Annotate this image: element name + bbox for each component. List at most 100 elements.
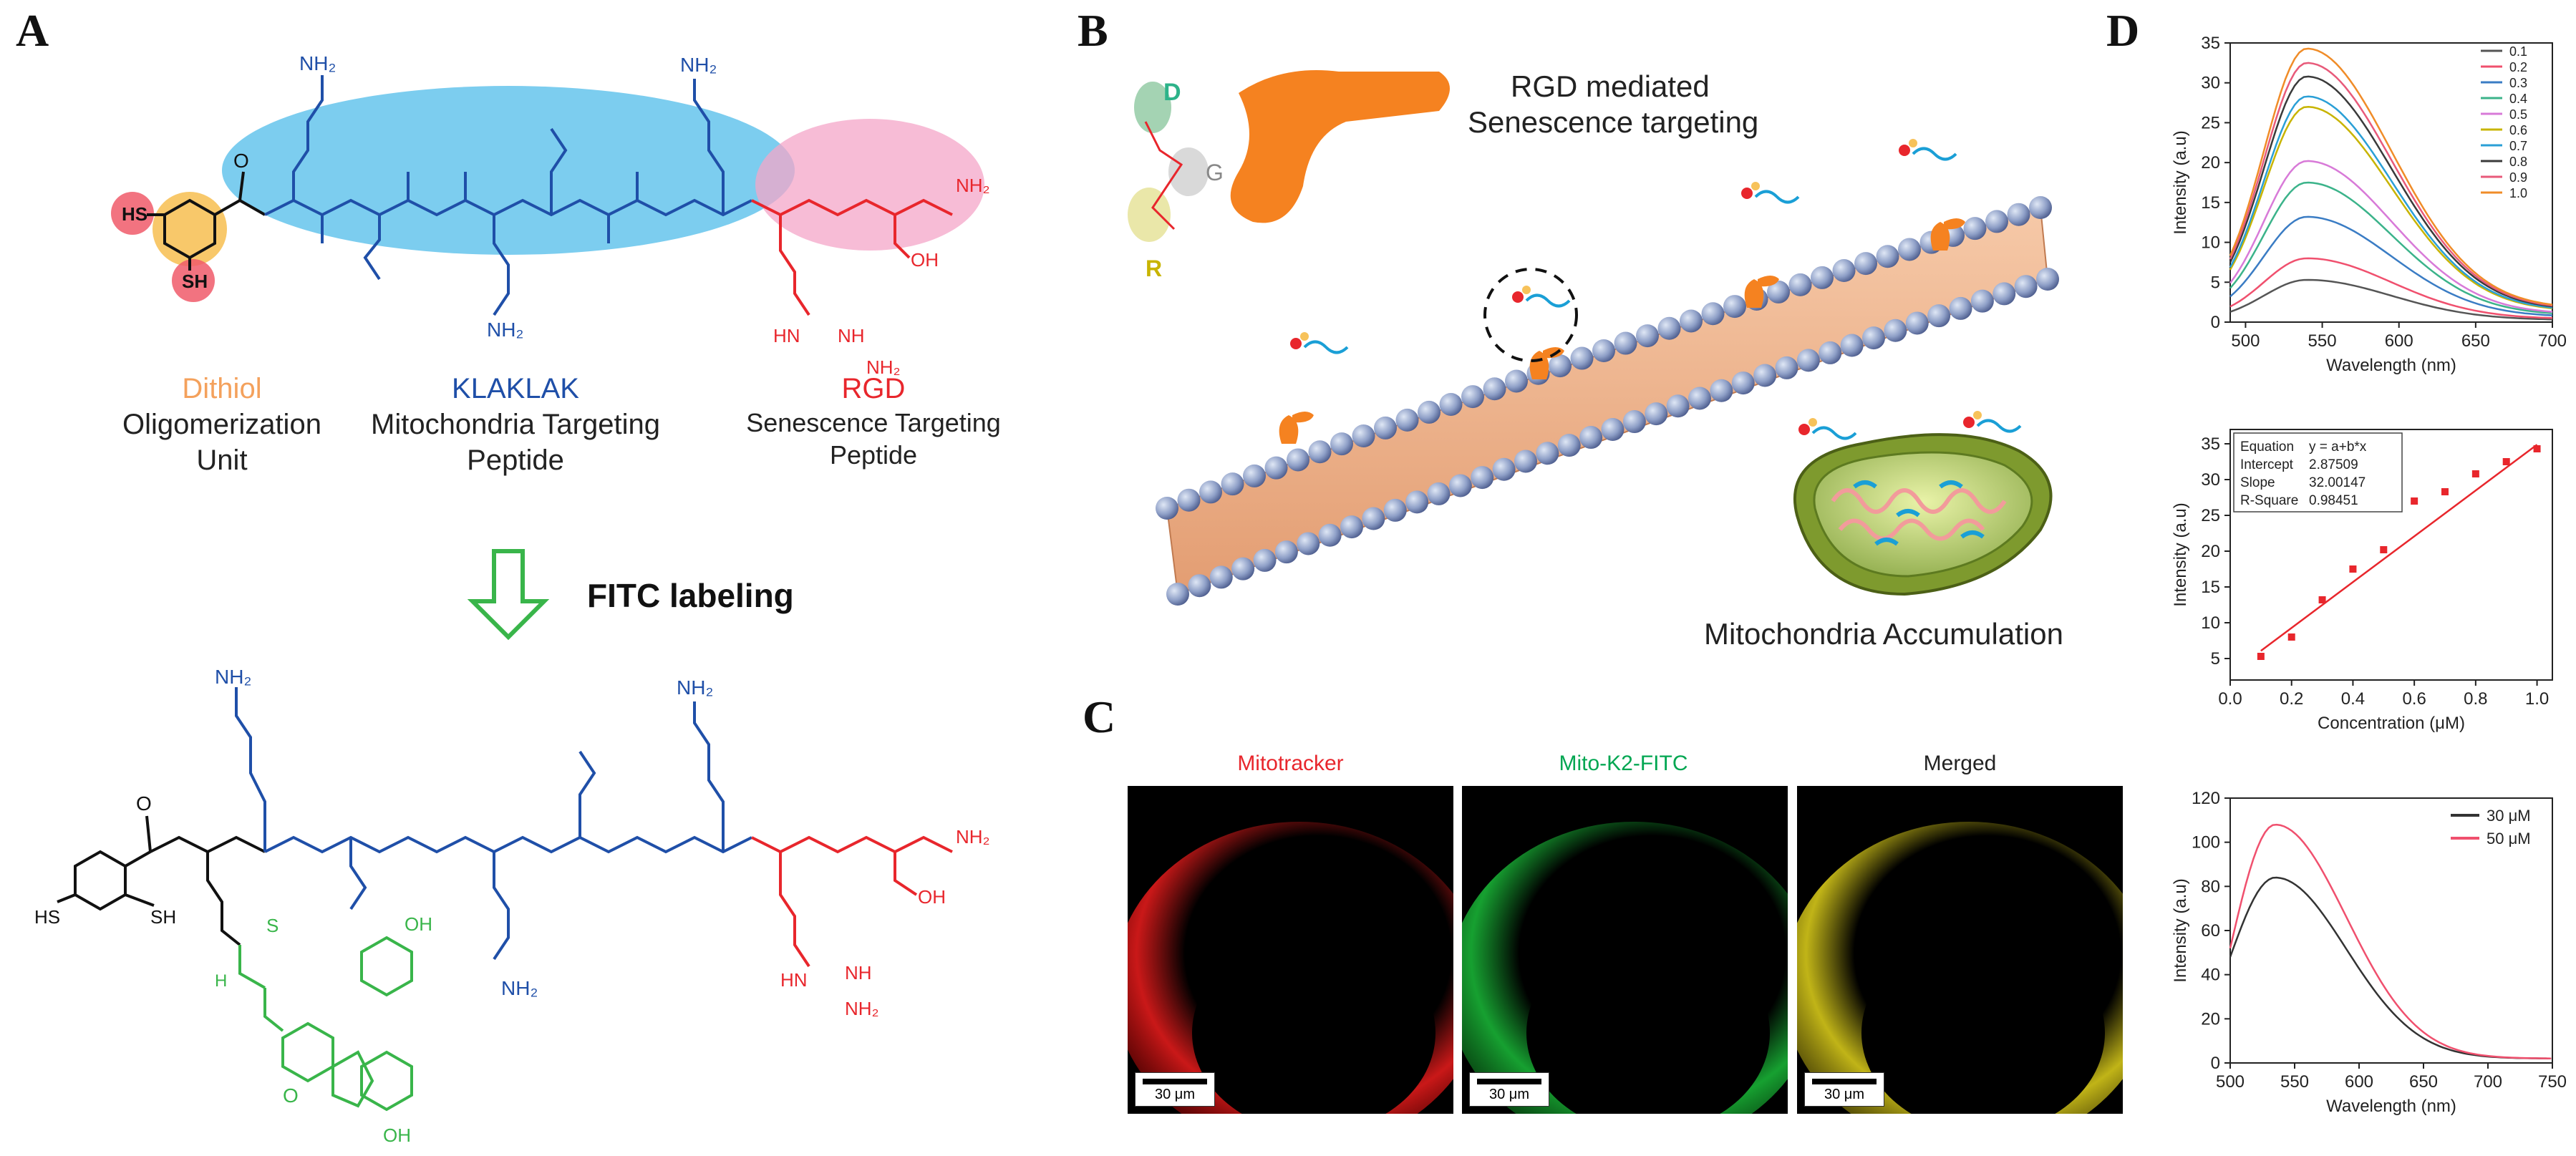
bead-bottom xyxy=(1209,565,1233,589)
bead-bottom xyxy=(1796,349,1820,372)
y-tick-label: 5 xyxy=(2211,273,2220,292)
x-tick-label: 0.0 xyxy=(2218,689,2242,709)
y-tick-label: 30 xyxy=(2201,470,2220,490)
series-line-0.8 xyxy=(2229,75,2553,308)
stats-key-2: Slope xyxy=(2240,475,2275,490)
scalebar-1: 30 μm xyxy=(1135,1072,1215,1107)
atom-oh-1: OH xyxy=(911,249,939,271)
atom-sh: SH xyxy=(182,271,208,292)
bead-bottom xyxy=(1970,289,1994,313)
bead-bottom xyxy=(1992,282,2016,306)
data-point-6 xyxy=(2441,488,2449,495)
data-point-0 xyxy=(2257,653,2265,660)
y-tick-label: 120 xyxy=(2192,789,2220,808)
atom-nh2-b2: NH₂ xyxy=(501,977,538,999)
atom-oh-fitc-2: OH xyxy=(383,1125,411,1146)
data-point-1 xyxy=(2287,633,2295,641)
bead-top xyxy=(1657,316,1681,340)
panel-letter-b: B xyxy=(1078,5,1108,56)
y-tick-label: 20 xyxy=(2201,542,2220,561)
caption-rgd-desc2: Peptide xyxy=(829,440,918,470)
legend-label-0: 30 μM xyxy=(2487,807,2531,825)
bead-bottom xyxy=(1622,410,1646,434)
legend-label-0.9: 0.9 xyxy=(2509,170,2527,185)
x-tick-label: 0.6 xyxy=(2402,689,2426,709)
y-axis-label: Intensity (a.u) xyxy=(2171,878,2190,982)
micro-texture-yellow xyxy=(1797,822,2123,1114)
caption-dithiol-name: Dithiol xyxy=(182,373,262,404)
atom-o-fitc: O xyxy=(283,1084,299,1107)
legend-label-0.6: 0.6 xyxy=(2509,123,2527,137)
series-line-0.1 xyxy=(2229,278,2553,321)
atom-hn-b: HN xyxy=(780,969,808,991)
x-tick-label: 600 xyxy=(2345,1072,2373,1092)
bead-bottom xyxy=(1645,402,1668,426)
legend-label-1: 50 μM xyxy=(2487,830,2531,847)
bead-bottom xyxy=(1579,426,1603,450)
stats-box xyxy=(2233,432,2403,513)
highlight-circle xyxy=(1483,268,1578,362)
x-axis-label: Wavelength (nm) xyxy=(2326,356,2456,375)
ligand-chain xyxy=(1144,121,1183,230)
bead-top xyxy=(1330,432,1353,456)
x-tick-label: 0.4 xyxy=(2341,689,2365,709)
klaklak-backbone xyxy=(264,198,752,217)
bead-top xyxy=(1854,252,1877,276)
atom-hn: HN xyxy=(773,325,800,346)
atom-hs-b: HS xyxy=(34,906,60,928)
series-line-1.0 xyxy=(2229,47,2553,306)
legend-label-1.0: 1.0 xyxy=(2509,186,2527,200)
stats-value-3: 0.98451 xyxy=(2309,493,2358,508)
fitc-ring-3 xyxy=(360,936,413,997)
bead-bottom xyxy=(1297,532,1320,555)
bead-bottom xyxy=(1318,523,1342,547)
atom-sh-b: SH xyxy=(150,906,176,928)
ligand-d-blob xyxy=(1134,82,1171,133)
atom-h-1: H xyxy=(215,971,227,991)
atom-nh2-b4: NH₂ xyxy=(845,998,879,1019)
series-line-0.7 xyxy=(2229,95,2553,309)
caption-dithiol: Dithiol Oligomerization Unit xyxy=(107,371,336,478)
caption-klaklak-desc1: Mitochondria Targeting xyxy=(371,409,660,440)
y-tick-label: 60 xyxy=(2201,921,2220,941)
series-line-0 xyxy=(2229,876,2552,1059)
bead-bottom xyxy=(1884,319,1907,342)
scalebar-1-label: 30 μm xyxy=(1155,1087,1195,1102)
bead-top xyxy=(1570,346,1594,370)
x-axis-label: Wavelength (nm) xyxy=(2326,1097,2456,1116)
stats-value-0: y = a+b*x xyxy=(2309,439,2367,455)
bead-bottom xyxy=(1253,548,1277,572)
atom-nh-b: NH xyxy=(845,962,872,983)
bead-bottom xyxy=(1862,326,1885,350)
bead-bottom xyxy=(1340,515,1363,539)
series-line-0.4 xyxy=(2229,181,2553,314)
y-tick-label: 15 xyxy=(2201,193,2220,213)
thiol-highlight-2 xyxy=(172,259,215,302)
x-tick-label: 600 xyxy=(2385,331,2413,351)
legend-label-0.7: 0.7 xyxy=(2509,139,2527,153)
fit-line xyxy=(2260,444,2538,652)
bead-bottom xyxy=(1405,490,1429,514)
bead-bottom xyxy=(1819,341,1842,364)
bead-top xyxy=(1287,448,1309,472)
micro-texture-red xyxy=(1128,822,1453,1114)
scalebar-3: 30 μm xyxy=(1804,1072,1884,1107)
y-tick-label: 35 xyxy=(2201,34,2220,53)
panel-c-titles: Mitotracker Mito-K2-FITC Merged xyxy=(1128,752,2173,787)
bead-top xyxy=(1614,331,1637,355)
caption-klaklak-name: KLAKLAK xyxy=(452,373,579,404)
bead-top xyxy=(1308,440,1332,464)
caption-rgd-name: RGD xyxy=(841,373,906,404)
bead-top xyxy=(1898,238,1921,261)
atom-nh: NH xyxy=(838,325,865,346)
x-tick-label: 700 xyxy=(2474,1072,2502,1092)
bead-top xyxy=(1418,400,1440,424)
bead-bottom xyxy=(1601,418,1624,441)
bead-bottom xyxy=(1949,296,1972,320)
bead-bottom xyxy=(1927,304,1951,328)
bead-bottom xyxy=(1710,379,1733,402)
series-line-0.5 xyxy=(2229,160,2553,313)
y-tick-label: 15 xyxy=(2201,578,2220,597)
bead-top xyxy=(1483,377,1506,401)
